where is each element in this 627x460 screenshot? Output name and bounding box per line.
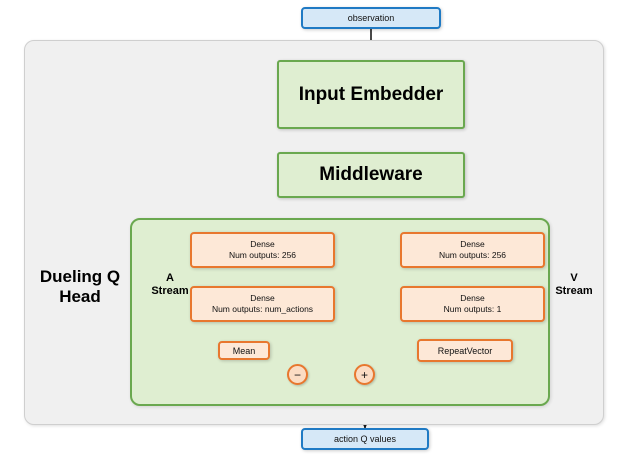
v-dense-2-subtitle: Num outputs: 1 (443, 304, 502, 314)
middleware-label: Middleware (319, 164, 423, 185)
v-dense-1-node[interactable]: Dense Num outputs: 256 (400, 232, 545, 268)
a-stream-label-line1: A (166, 272, 174, 284)
v-dense-1-title: Dense (460, 238, 485, 249)
middleware-node[interactable]: Middleware (277, 152, 465, 198)
a-dense-2-subtitle: Num outputs: num_actions (211, 304, 314, 314)
a-stream-label: A Stream (145, 272, 195, 297)
observation-node[interactable]: observation (301, 7, 441, 29)
a-dense-1-node[interactable]: Dense Num outputs: 256 (190, 232, 335, 268)
dueling-q-head-label-line2: Head (59, 286, 101, 306)
v-dense-1-subtitle: Num outputs: 256 (438, 250, 507, 260)
action-q-values-label: action Q values (333, 434, 397, 444)
mean-node[interactable]: Mean (218, 341, 270, 360)
input-embedder-node[interactable]: Input Embedder (277, 60, 465, 129)
repeat-vector-label: RepeatVector (437, 345, 493, 356)
a-dense-2-title: Dense (250, 292, 275, 303)
subtract-symbol: − (293, 367, 301, 382)
dueling-q-head-label: Dueling Q Head (32, 267, 128, 306)
a-dense-1-subtitle: Num outputs: 256 (228, 250, 297, 260)
input-embedder-label: Input Embedder (298, 83, 444, 105)
observation-label: observation (347, 13, 395, 23)
subtract-operator-node[interactable]: − (287, 364, 308, 385)
add-operator-node[interactable]: + (354, 364, 375, 385)
v-stream-label-line1: V (570, 272, 578, 284)
action-q-values-node[interactable]: action Q values (301, 428, 429, 450)
v-stream-label: V Stream (548, 272, 600, 297)
v-stream-label-line2: Stream (555, 284, 593, 297)
repeat-vector-node[interactable]: RepeatVector (417, 339, 513, 362)
add-symbol: + (360, 367, 368, 382)
a-stream-label-line2: Stream (151, 284, 189, 297)
v-dense-2-title: Dense (460, 292, 485, 303)
a-dense-2-node[interactable]: Dense Num outputs: num_actions (190, 286, 335, 322)
a-dense-1-title: Dense (250, 238, 275, 249)
dueling-q-head-label-line1: Dueling Q (39, 267, 121, 286)
v-dense-2-node[interactable]: Dense Num outputs: 1 (400, 286, 545, 322)
mean-label: Mean (232, 345, 256, 356)
